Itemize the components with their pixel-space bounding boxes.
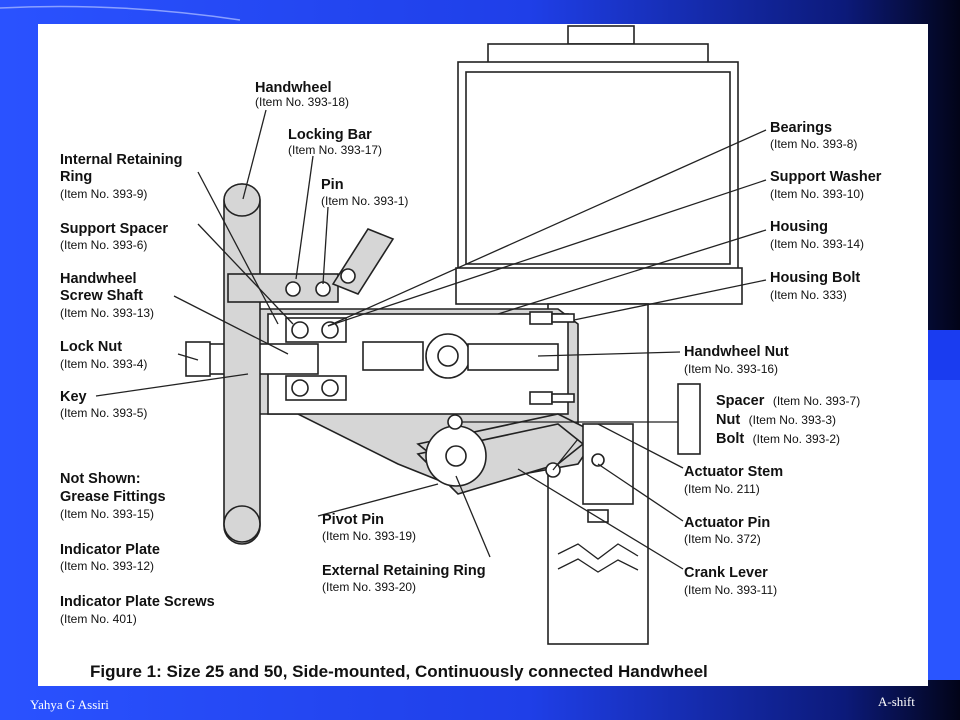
label-indicator-plate-item: (Item No. 393-12) <box>60 559 154 573</box>
label-pivot-pin-item: (Item No. 393-19) <box>322 529 416 543</box>
label-pin-item: (Item No. 393-1) <box>321 194 408 208</box>
label-handwheel-screw-shaft-line2: Screw Shaft <box>60 288 143 304</box>
label-nut: Nut (Item No. 393-3) <box>716 411 836 428</box>
label-crank-lever-item: (Item No. 393-11) <box>684 583 777 597</box>
label-crank-lever: Crank Lever <box>684 565 768 581</box>
label-support-spacer: Support Spacer <box>60 221 168 237</box>
label-housing: Housing <box>770 219 828 235</box>
label-actuator-pin: Actuator Pin <box>684 515 770 531</box>
label-indicator-plate-screws: Indicator Plate Screws <box>60 594 215 610</box>
label-key-item: (Item No. 393-5) <box>60 406 147 420</box>
leader-lines <box>95 109 767 570</box>
label-pin: Pin <box>321 177 344 193</box>
title-bar-decoration <box>0 5 241 21</box>
label-handwheel: Handwheel <box>255 80 332 96</box>
footer-author: Yahya G Assiri <box>30 697 109 712</box>
label-handwheel-screw-shaft-item: (Item No. 393-13) <box>60 306 154 320</box>
label-grease-fittings: Grease Fittings <box>60 489 166 505</box>
side-decoration <box>928 380 960 680</box>
handwheel-assembly-diagram: Handwheel (Item No. 393-18) Locking Bar … <box>60 25 882 681</box>
label-actuator-stem: Actuator Stem <box>684 464 783 480</box>
label-spacer: Spacer (Item No. 393-7) <box>716 392 860 409</box>
label-handwheel-screw-shaft: Handwheel <box>60 271 137 287</box>
slide-content: Handwheel (Item No. 393-18) Locking Bar … <box>38 24 928 686</box>
label-lock-nut: Lock Nut <box>60 339 122 355</box>
label-housing-item: (Item No. 393-14) <box>770 237 864 251</box>
label-support-washer: Support Washer <box>770 169 882 185</box>
label-locking-bar-item: (Item No. 393-17) <box>288 143 382 157</box>
figure-caption: Figure 1: Size 25 and 50, Side-mounted, … <box>90 662 708 681</box>
label-lock-nut-item: (Item No. 393-4) <box>60 357 147 371</box>
label-support-washer-item: (Item No. 393-10) <box>770 187 864 201</box>
left-labels: Handwheel (Item No. 393-18) Locking Bar … <box>60 80 486 626</box>
label-pivot-pin: Pivot Pin <box>322 512 384 528</box>
label-key: Key <box>60 389 87 405</box>
actuator-drawing <box>185 25 743 645</box>
label-not-shown: Not Shown: <box>60 471 141 487</box>
label-internal-retaining-ring-item: (Item No. 393-9) <box>60 187 147 201</box>
footer-shift: A-shift <box>878 694 915 709</box>
label-bearings-item: (Item No. 393-8) <box>770 137 857 151</box>
label-grease-fittings-item: (Item No. 393-15) <box>60 507 154 521</box>
label-internal-retaining-ring: Internal Retaining <box>60 152 182 168</box>
label-indicator-plate-screws-item: (Item No. 401) <box>60 612 137 626</box>
right-labels: Bearings (Item No. 393-8) Support Washer… <box>684 120 882 597</box>
label-locking-bar: Locking Bar <box>288 127 372 143</box>
label-support-spacer-item: (Item No. 393-6) <box>60 238 147 252</box>
label-handwheel-item: (Item No. 393-18) <box>255 95 349 109</box>
label-housing-bolt-item: (Item No. 333) <box>770 288 847 302</box>
label-housing-bolt: Housing Bolt <box>770 270 860 286</box>
label-bolt: Bolt (Item No. 393-2) <box>716 430 840 447</box>
handwheel-shape <box>223 183 261 545</box>
label-internal-retaining-ring-line2: Ring <box>60 169 92 185</box>
label-bearings: Bearings <box>770 120 832 136</box>
label-external-retaining-ring-item: (Item No. 393-20) <box>322 580 416 594</box>
label-external-retaining-ring: External Retaining Ring <box>322 563 486 579</box>
label-handwheel-nut: Handwheel Nut <box>684 344 789 360</box>
label-actuator-stem-item: (Item No. 211) <box>684 482 760 496</box>
label-handwheel-nut-item: (Item No. 393-16) <box>684 362 778 376</box>
label-indicator-plate: Indicator Plate <box>60 542 160 558</box>
label-actuator-pin-item: (Item No. 372) <box>684 532 761 546</box>
